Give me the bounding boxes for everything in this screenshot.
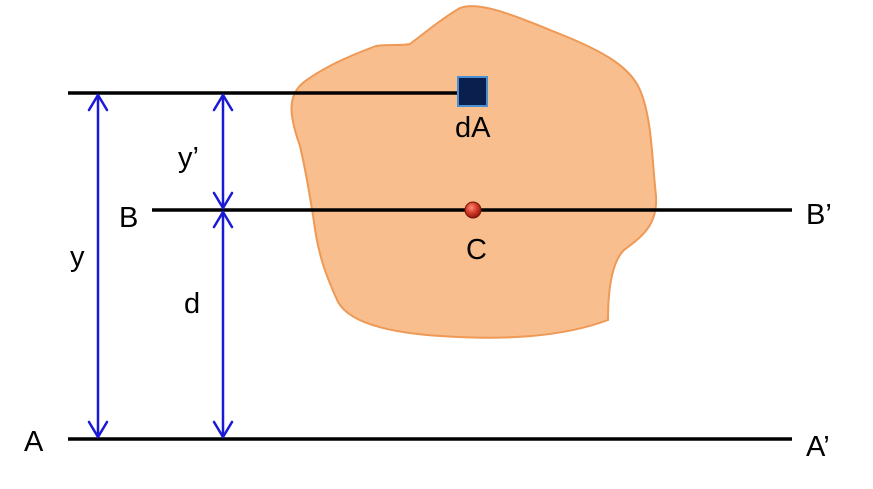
label-y: y: [70, 241, 85, 273]
label-a: A: [24, 426, 44, 458]
centroid-point: [464, 201, 482, 219]
label-d: d: [184, 288, 200, 320]
label-dA: dA: [455, 112, 491, 144]
area-shape: [290, 5, 658, 339]
label-y-prime: y’: [178, 142, 199, 174]
label-b: B: [119, 202, 138, 234]
y-prime-dimension-arrow: [212, 93, 234, 210]
d-dimension-arrow: [212, 210, 234, 439]
dimension-arrows: [87, 93, 234, 439]
area-element-square: [457, 76, 488, 107]
label-b-prime: B’: [806, 199, 832, 231]
label-centroid: C: [466, 234, 487, 266]
label-a-prime: A’: [806, 431, 830, 463]
y-dimension-arrow: [87, 93, 109, 439]
